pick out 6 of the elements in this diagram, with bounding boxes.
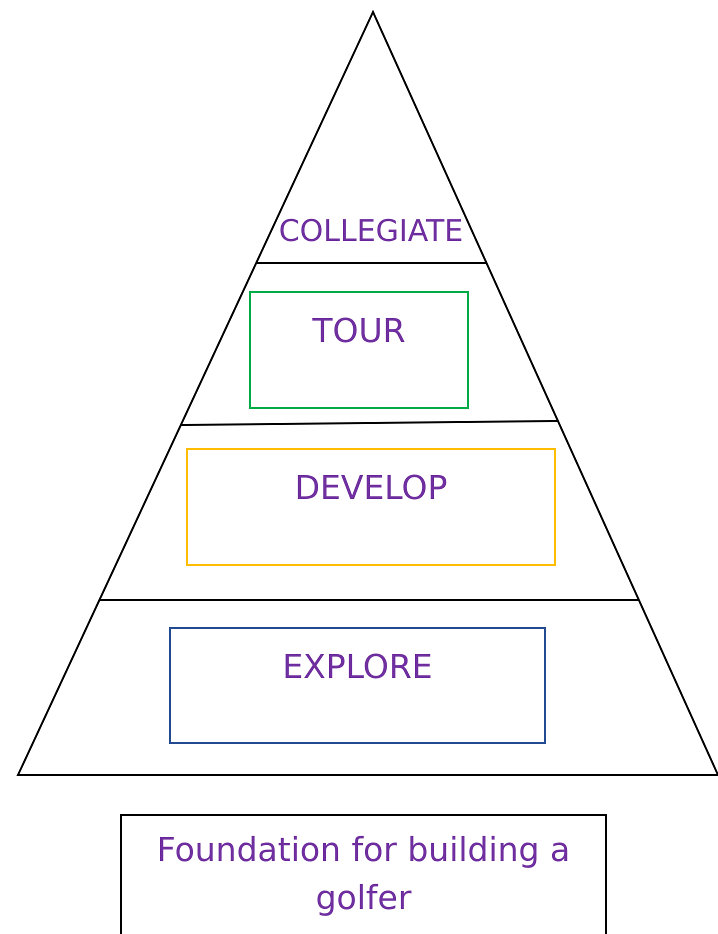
tier-box: DEVELOP (186, 448, 556, 566)
caption-box: Foundation for building a golfer (120, 814, 607, 934)
pyramid-drawing (16, 10, 718, 778)
tier-box: TOUR (249, 291, 469, 409)
tier-box: EXPLORE (169, 627, 546, 744)
tier-label: COLLEGIATE (258, 206, 484, 256)
